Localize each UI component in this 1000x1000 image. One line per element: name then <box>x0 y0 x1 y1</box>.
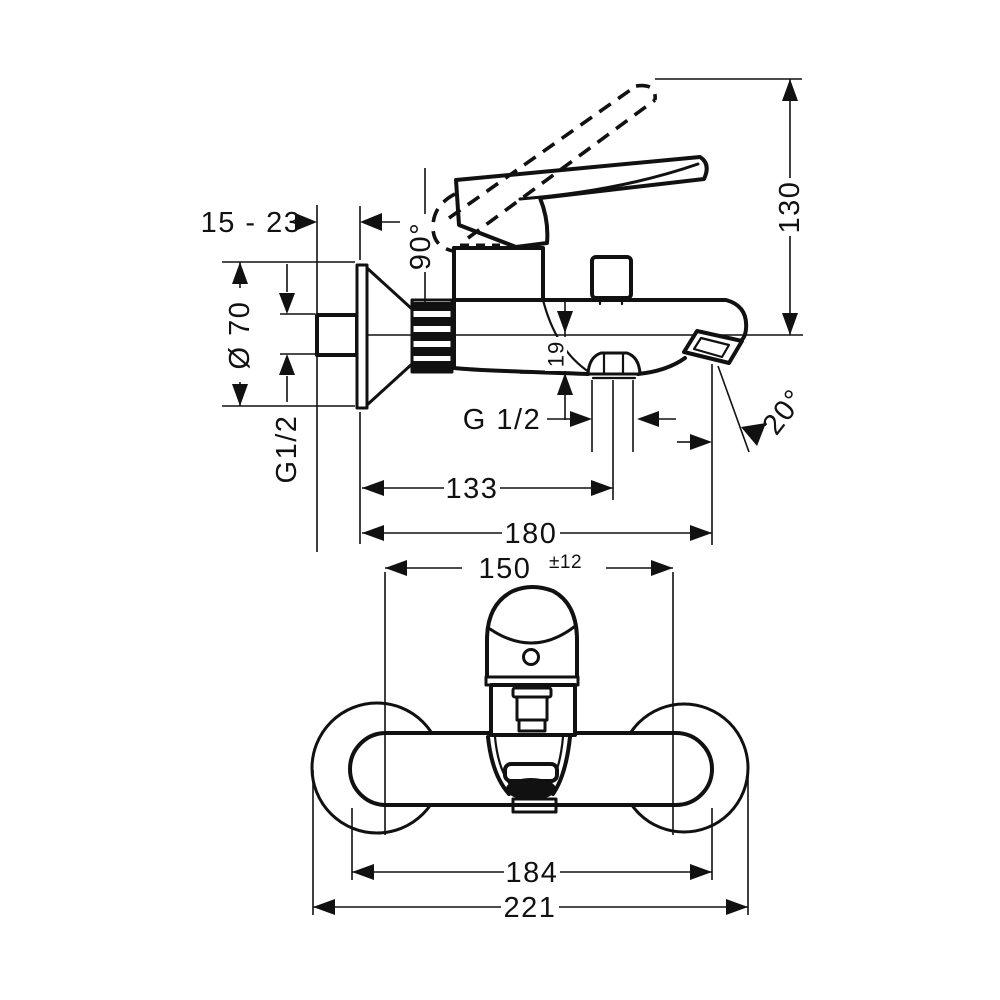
spout-foot-tab <box>511 797 558 814</box>
dim-depth-180-label: 180 <box>505 518 558 550</box>
dim-escutcheon-diameter-label: Ø 70 <box>224 301 256 370</box>
dim-wall-adjust: 15 - 23 <box>201 206 400 260</box>
dim-inlet-thread-label: G1/2 <box>271 415 303 484</box>
dim-depth-180: 180 <box>362 517 712 550</box>
dim-connection-centers: 150 ±12 <box>385 552 673 585</box>
dim-height: 130 <box>655 78 806 335</box>
dim-swing-angle: 90° <box>405 168 437 302</box>
spout-aerator <box>682 329 744 365</box>
diverter-front <box>511 686 553 733</box>
dim-total-width: 221 <box>312 770 749 924</box>
dim-body-width-label: 184 <box>506 857 559 889</box>
dim-depth-133: 133 <box>362 472 613 505</box>
dim-inlet-thread: G1/2 <box>271 264 315 483</box>
dim-shower-thread: G 1/2 <box>463 404 676 436</box>
dim-outlet-drop: 19 <box>520 298 573 420</box>
dim-connection-centers-label: 150 <box>479 553 532 585</box>
dim-spout-angle-label: 20° <box>757 383 812 441</box>
lever-handle-open-dashed <box>431 83 657 253</box>
lever-handle <box>454 155 709 249</box>
cartridge-housing <box>452 246 545 302</box>
front-view: 150 ±12 184 221 <box>310 552 750 924</box>
dim-connection-tolerance-label: ±12 <box>549 552 582 573</box>
shower-hose-outlet <box>586 351 642 380</box>
dim-depth-133-label: 133 <box>446 473 499 505</box>
diverter-knob <box>590 255 633 306</box>
dim-escutcheon-diameter: Ø 70 <box>222 261 355 407</box>
dim-outlet-drop-label: 19 <box>544 341 569 367</box>
dim-spout-angle: 20° <box>677 365 812 453</box>
union-nut <box>410 298 454 374</box>
dim-shower-thread-label: G 1/2 <box>463 404 541 436</box>
dim-height-label: 130 <box>774 181 806 234</box>
aerator-front <box>506 778 556 800</box>
dim-swing-angle-label: 90° <box>405 222 437 270</box>
handle-front <box>484 585 580 687</box>
spout-front <box>486 735 572 814</box>
s-union-nipple <box>315 313 359 357</box>
dim-body-width: 184 <box>351 808 713 889</box>
dim-total-width-label: 221 <box>504 892 557 924</box>
dim-wall-adjust-label: 15 - 23 <box>201 207 302 239</box>
side-view: 15 - 23 Ø 70 G1/2 90° <box>201 78 812 552</box>
escutcheon <box>355 263 414 410</box>
handle-screw <box>522 648 540 666</box>
